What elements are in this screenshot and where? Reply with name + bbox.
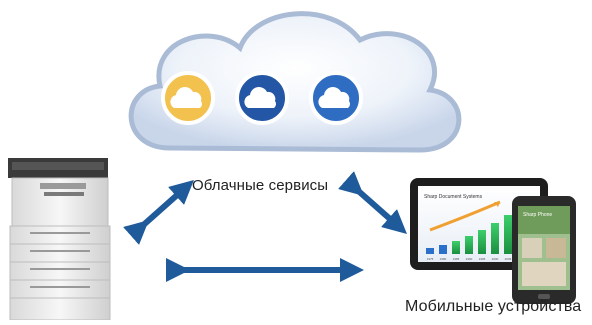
arrow-printer-cloud xyxy=(123,180,194,245)
cloud-services-label: Облачные сервисы xyxy=(192,177,329,194)
cloud-icon xyxy=(170,87,202,108)
connection-arrows xyxy=(123,171,407,282)
tablet-bar xyxy=(452,241,460,254)
service-circle-3 xyxy=(309,71,363,125)
tablet-tick-label: 1985 xyxy=(453,257,460,261)
cloud-services-group xyxy=(128,11,462,153)
tablet-bar xyxy=(426,248,434,254)
service-circle-2 xyxy=(235,71,289,125)
cloud-icon xyxy=(244,87,276,108)
tablet-bar xyxy=(465,236,473,254)
tablet-tick-label: 1980 xyxy=(440,257,447,261)
service-circle-1 xyxy=(161,71,215,125)
tablet-tick-label: 2005 xyxy=(505,257,512,261)
tablet-tick-label: 1975 xyxy=(427,257,434,261)
tablet-tick-label: 2000 xyxy=(492,257,499,261)
cloud-shape xyxy=(128,11,462,153)
phone-screen-title: Sharp Phone xyxy=(523,212,552,218)
cloud-icon xyxy=(318,87,350,108)
tablet-bar xyxy=(491,223,499,254)
trend-arrow-icon xyxy=(429,200,501,232)
mobile-devices-label: Мобильные устройства xyxy=(405,298,582,315)
tablet-bar xyxy=(439,245,447,254)
arrow-cloud-mobile xyxy=(338,171,407,234)
tablet-screen-title: Sharp Document Systems xyxy=(424,194,483,200)
tablet-tick-label: 1990 xyxy=(466,257,473,261)
tablet-bar xyxy=(478,230,486,254)
multifunction-printer-icon xyxy=(8,158,111,321)
tablet-tick-label: 1995 xyxy=(479,257,486,261)
smartphone-device: Sharp Phone xyxy=(512,196,576,304)
tablet-bar xyxy=(504,215,512,254)
